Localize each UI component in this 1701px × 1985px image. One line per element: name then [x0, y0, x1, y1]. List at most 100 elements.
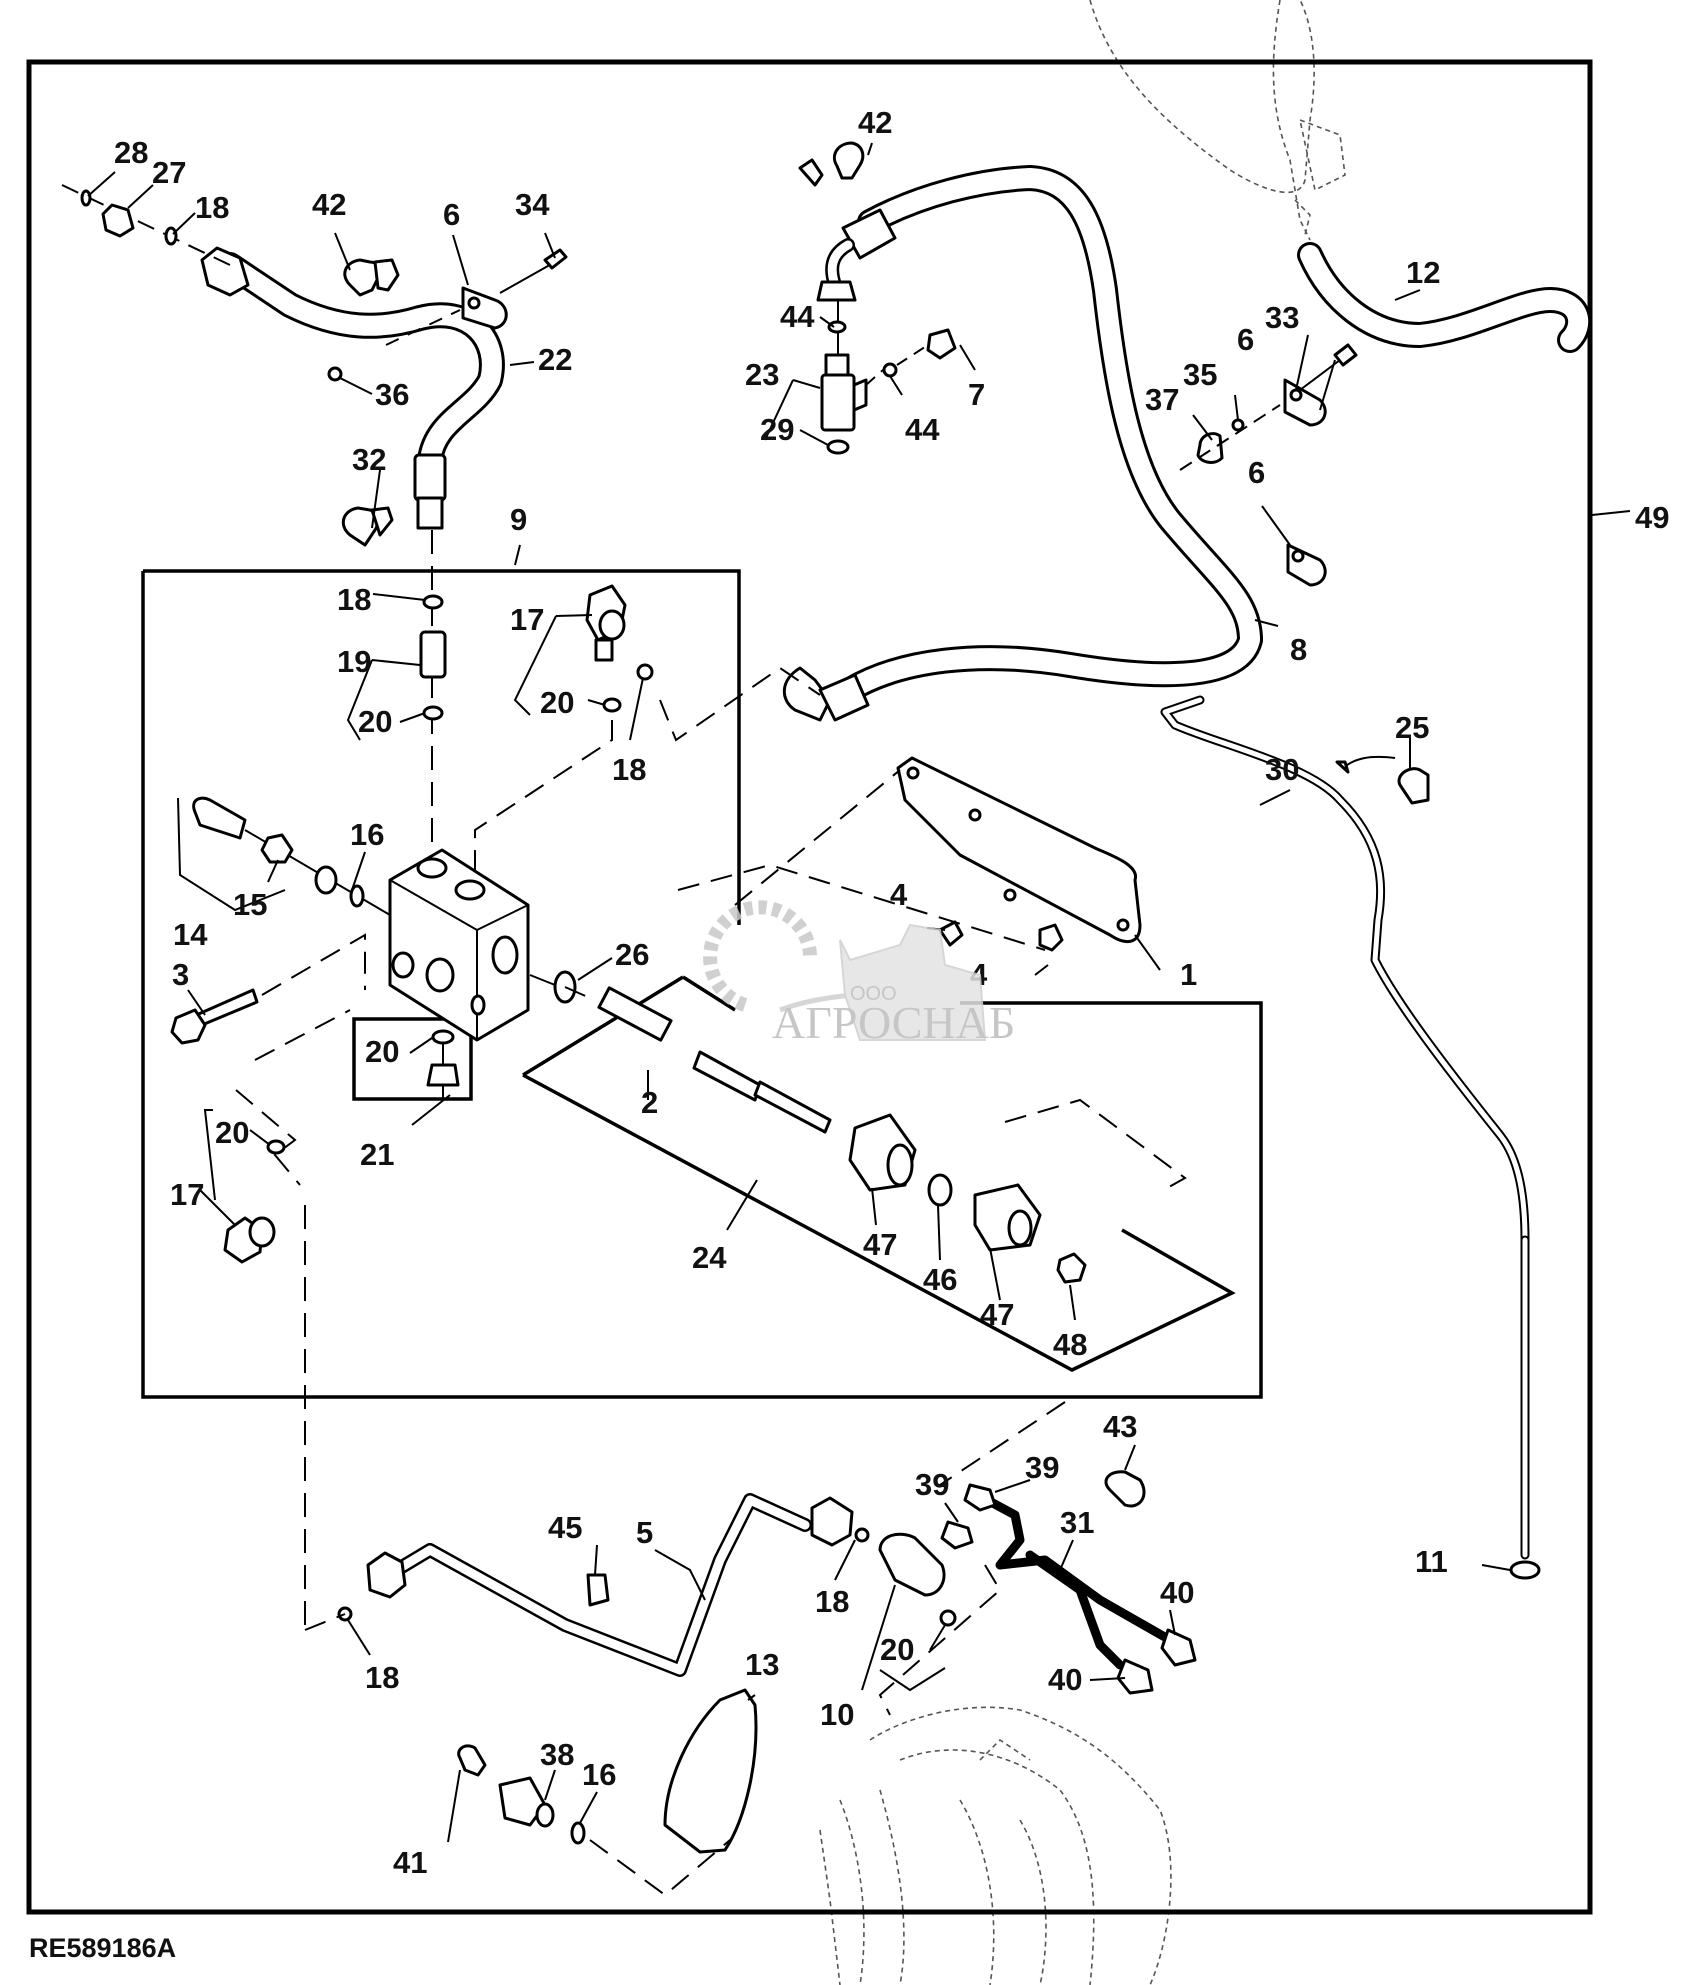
fitting-23 — [820, 300, 957, 455]
callout-48: 48 — [1053, 1327, 1087, 1362]
callout-30: 30 — [1265, 752, 1299, 787]
callout-39: 39 — [1025, 1450, 1059, 1485]
callout-10: 10 — [820, 1697, 854, 1732]
callout-7: 7 — [968, 377, 985, 412]
bracket-1 — [677, 756, 1142, 952]
callout-39: 39 — [915, 1467, 949, 1502]
clip-25 — [1397, 767, 1430, 805]
callout-18: 18 — [337, 582, 371, 617]
sender-10 — [878, 1532, 946, 1597]
callout-20: 20 — [358, 704, 392, 739]
washer-26 — [529, 970, 577, 1004]
adapter-14 — [192, 796, 391, 916]
hose-8 — [782, 165, 1263, 722]
callout-5: 5 — [636, 1515, 653, 1550]
elbow-17-top — [474, 584, 821, 880]
ghost-transmission-bottom — [819, 1706, 1172, 1985]
clip-42-top — [798, 141, 865, 187]
callout-9: 9 — [510, 502, 527, 537]
bolt-3 — [170, 933, 366, 1045]
callout-16: 16 — [582, 1757, 616, 1792]
callout-19: 19 — [337, 644, 371, 679]
callout-47: 47 — [980, 1297, 1014, 1332]
clamp-6-top-left — [327, 248, 568, 382]
callout-23: 23 — [745, 357, 779, 392]
group-box-21 — [352, 1017, 473, 1101]
callout-12: 12 — [1406, 255, 1440, 290]
callout-6: 6 — [1237, 322, 1254, 357]
callout-11: 11 — [1415, 1544, 1448, 1579]
ghost-engine-top — [1089, 0, 1346, 241]
callout-6: 6 — [1248, 455, 1265, 490]
tube-5 — [304, 1493, 957, 1677]
valve-spool-24 — [564, 986, 1187, 1284]
watermark-prefix: ООО — [850, 983, 897, 1005]
fitting-19 — [419, 530, 447, 850]
callout-27: 27 — [152, 155, 186, 190]
tube-30 — [1160, 695, 1541, 1580]
callout-49: 49 — [1635, 500, 1669, 535]
callout-18: 18 — [612, 752, 646, 787]
harness-31 — [937, 1401, 1197, 1695]
fitting-27 — [61, 184, 231, 266]
valve-block — [388, 848, 530, 1042]
strap-43 — [1104, 1470, 1146, 1508]
sender-41-38 — [457, 1744, 731, 1897]
callout-2: 2 — [641, 1085, 658, 1120]
callout-45: 45 — [548, 1510, 582, 1545]
callout-22: 22 — [538, 342, 572, 377]
callout-32: 32 — [352, 442, 386, 477]
callout-20: 20 — [540, 685, 574, 720]
callout-4: 4 — [890, 877, 908, 912]
plug-21 — [426, 1029, 460, 1100]
callout-17: 17 — [510, 602, 544, 637]
callout-3: 3 — [172, 957, 189, 992]
callout-46: 46 — [923, 1262, 957, 1297]
callout-25: 25 — [1395, 710, 1429, 745]
kit-box-24 — [522, 975, 1236, 1372]
hose-nut — [200, 246, 250, 297]
hose-12 — [1297, 242, 1592, 353]
callout-6: 6 — [443, 197, 460, 232]
callout-20: 20 — [880, 1632, 914, 1667]
callout-42: 42 — [312, 187, 346, 222]
callout-16: 16 — [350, 817, 384, 852]
callout-29: 29 — [760, 412, 794, 447]
callout-37: 37 — [1145, 382, 1179, 417]
callout-44: 44 — [905, 412, 940, 447]
callout-labels: 28 27 18 42 6 34 22 36 32 9 42 44 23 29 … — [114, 105, 1669, 1880]
callout-18: 18 — [365, 1660, 399, 1695]
callout-31: 31 — [1060, 1505, 1094, 1540]
callout-1: 1 — [1180, 957, 1197, 992]
callout-14: 14 — [173, 917, 208, 952]
callout-33: 33 — [1265, 300, 1299, 335]
elbow-17-bottom — [223, 1009, 351, 1630]
leader-lines — [87, 142, 1631, 1843]
callout-42: 42 — [858, 105, 892, 140]
hose-22 — [200, 246, 505, 530]
callout-28: 28 — [114, 135, 148, 170]
callout-21: 21 — [360, 1137, 394, 1172]
callout-20: 20 — [365, 1034, 399, 1069]
clip-42-left — [343, 258, 400, 297]
gasket-13 — [663, 1564, 1002, 1854]
callout-40: 40 — [1160, 1575, 1194, 1610]
callout-43: 43 — [1103, 1409, 1137, 1444]
watermark-name: АГРОСНАБ — [772, 997, 1015, 1048]
callout-40: 40 — [1048, 1662, 1082, 1697]
callout-18: 18 — [195, 190, 229, 225]
group-box-9 — [143, 569, 741, 925]
callout-18: 18 — [815, 1584, 849, 1619]
callout-24: 24 — [692, 1240, 727, 1275]
callout-36: 36 — [375, 377, 409, 412]
figure-id: RE589186A — [29, 1933, 176, 1963]
callout-35: 35 — [1183, 357, 1217, 392]
callout-41: 41 — [393, 1845, 427, 1880]
spring-2 — [597, 986, 673, 1042]
clamp-11 — [1509, 1560, 1541, 1580]
clip-32 — [341, 506, 394, 547]
callout-44: 44 — [780, 299, 815, 334]
diagram-frame — [26, 59, 1593, 1915]
callout-47: 47 — [863, 1227, 897, 1262]
